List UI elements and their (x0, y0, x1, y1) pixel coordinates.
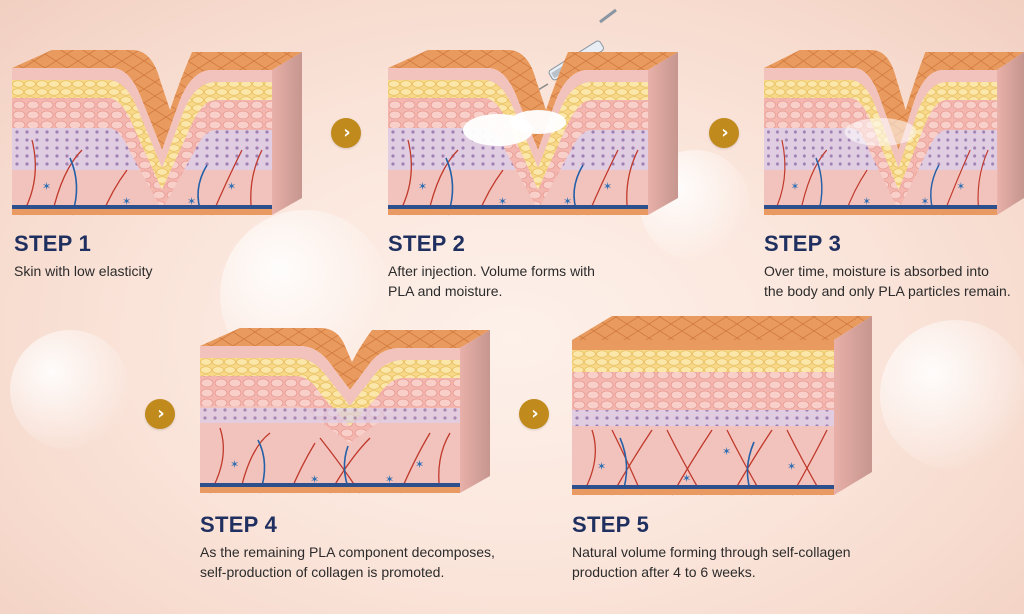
svg-text:✶: ✶ (957, 181, 965, 194)
step-4-description: As the remaining PLA component decompose… (200, 542, 495, 582)
svg-text:✶: ✶ (682, 472, 691, 485)
step-4-description-line: self-production of collagen is promoted. (200, 564, 445, 580)
svg-text:✶: ✶ (187, 195, 196, 208)
step-1-description: Skin with low elasticity (14, 261, 153, 281)
step-5-title: STEP 5 (572, 512, 650, 537)
step-3-illustration: ✶ ✶ ✶ ✶ (764, 40, 1024, 225)
chevron-right-icon: › (331, 118, 361, 148)
background-bubble (880, 320, 1024, 470)
svg-text:✶: ✶ (563, 195, 572, 208)
svg-text:✶: ✶ (787, 460, 796, 473)
step-4-illustration: ✶ ✶ ✶ ✶ (200, 318, 490, 503)
svg-text:✶: ✶ (42, 180, 51, 193)
step-2-description-line: After injection. Volume forms with (388, 263, 595, 279)
svg-text:✶: ✶ (122, 195, 131, 208)
svg-text:✶: ✶ (418, 180, 427, 193)
step-2-description: After injection. Volume forms with PLA a… (388, 261, 595, 301)
step-1-description-line: Skin with low elasticity (14, 263, 153, 279)
step-5-description-line: production after 4 to 6 weeks. (572, 564, 756, 580)
svg-text:✶: ✶ (415, 458, 424, 471)
svg-text:✶: ✶ (498, 195, 507, 208)
step-3-title: STEP 3 (764, 231, 842, 256)
chevron-right-icon: › (519, 399, 549, 429)
svg-text:✶: ✶ (597, 460, 606, 473)
step-3-description: Over time, moisture is absorbed into the… (764, 261, 1011, 301)
svg-text:✶: ✶ (227, 180, 236, 193)
svg-text:✶: ✶ (791, 181, 799, 194)
step-5-description-line: Natural volume forming through self-coll… (572, 544, 851, 560)
step-3-description-line: Over time, moisture is absorbed into (764, 263, 989, 279)
step-5-description: Natural volume forming through self-coll… (572, 542, 851, 582)
step-1-title: STEP 1 (14, 231, 92, 256)
step-4-title: STEP 4 (200, 512, 278, 537)
svg-text:✶: ✶ (863, 196, 871, 209)
chevron-right-icon: › (145, 399, 175, 429)
svg-text:✶: ✶ (385, 473, 394, 486)
step-2-illustration: ✶ ✶ ✶ ✶ (388, 0, 688, 225)
step-5-illustration: ✶ ✶ ✶ ✶ (572, 310, 872, 505)
svg-text:✶: ✶ (722, 445, 731, 458)
svg-text:✶: ✶ (230, 458, 239, 471)
step-2-title: STEP 2 (388, 231, 466, 256)
step-2-description-line: PLA and moisture. (388, 283, 503, 299)
svg-text:✶: ✶ (310, 473, 319, 486)
chevron-right-icon: › (709, 118, 739, 148)
step-1-illustration: ✶ ✶ ✶ ✶ (12, 40, 302, 225)
step-3-description-line: the body and only PLA particles remain. (764, 283, 1011, 299)
svg-text:✶: ✶ (921, 196, 929, 209)
step-4-description-line: As the remaining PLA component decompose… (200, 544, 495, 560)
svg-text:✶: ✶ (603, 180, 612, 193)
background-bubble (10, 330, 130, 450)
